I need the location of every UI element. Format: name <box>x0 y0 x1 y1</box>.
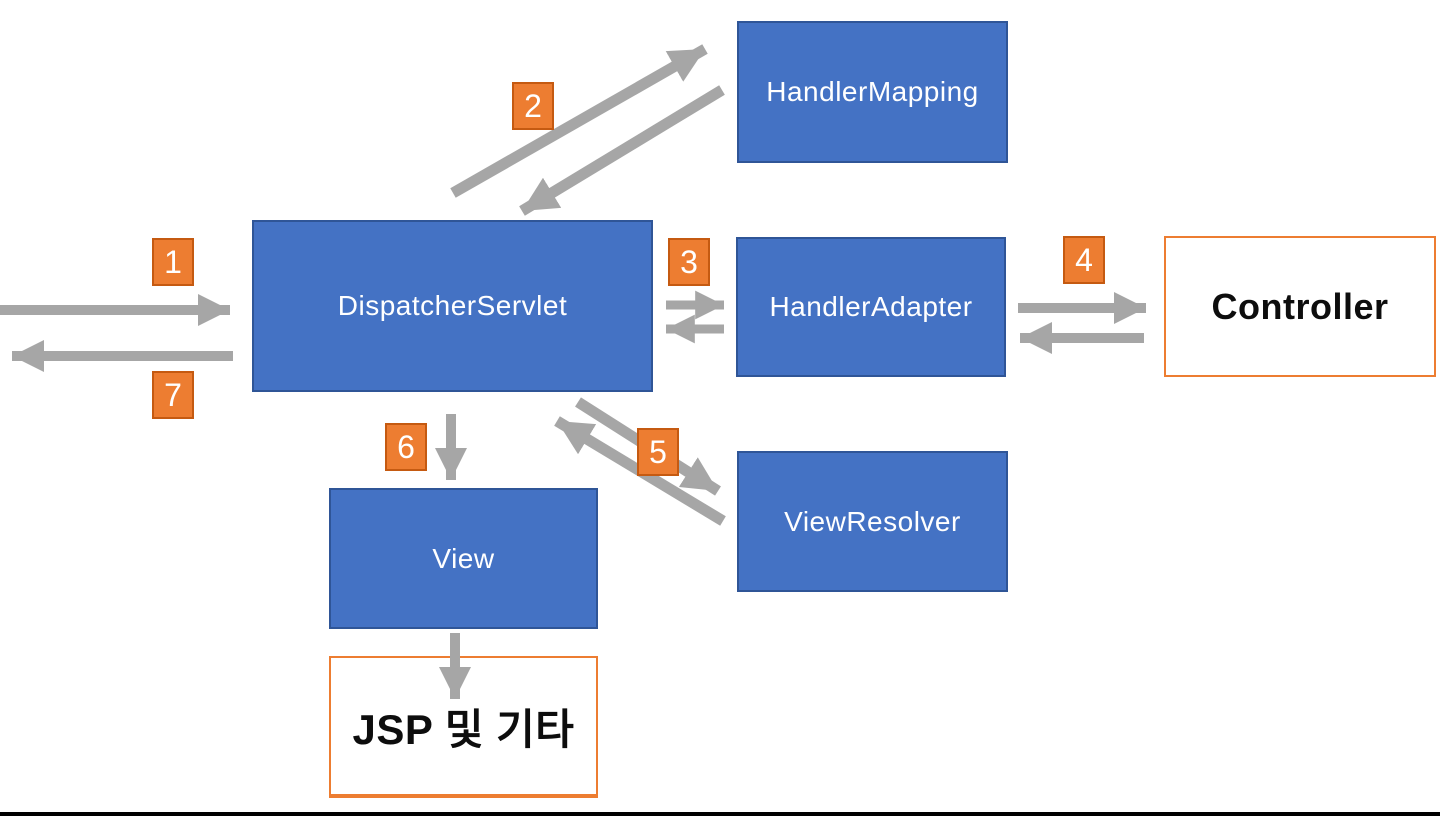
step-badge-5: 5 <box>637 428 679 476</box>
step-badge-2-label: 2 <box>524 87 542 124</box>
node-view-label: View <box>432 542 495 574</box>
step-badge-6-label: 6 <box>397 428 415 465</box>
node-controller: Controller <box>1164 236 1436 377</box>
node-jsp-label: JSP 및 기타 <box>352 705 575 753</box>
step-badge-5-label: 5 <box>649 433 667 470</box>
node-handler-adapter-label: HandlerAdapter <box>769 291 973 322</box>
bottom-rule <box>0 812 1440 816</box>
node-view: View <box>329 488 598 629</box>
step-badge-4-label: 4 <box>1075 241 1093 278</box>
node-view-resolver-label: ViewResolver <box>784 505 961 537</box>
node-handler-mapping-label: HandlerMapping <box>766 76 979 107</box>
node-controller-label: Controller <box>1211 285 1389 327</box>
step-badge-1-label: 1 <box>164 243 182 280</box>
step-badge-4: 4 <box>1063 236 1105 284</box>
step-badge-3-label: 3 <box>680 243 698 280</box>
step-badge-7-label: 7 <box>164 376 182 413</box>
node-handler-adapter: HandlerAdapter <box>736 237 1006 377</box>
step-badge-1: 1 <box>152 238 194 286</box>
arrow-step2-to-handler-mapping <box>450 44 708 198</box>
node-dispatcher-servlet-label: DispatcherServlet <box>337 290 568 321</box>
node-dispatcher-servlet: DispatcherServlet <box>252 220 653 392</box>
node-handler-mapping: HandlerMapping <box>737 21 1008 163</box>
step-badge-7: 7 <box>152 371 194 419</box>
step-badge-2: 2 <box>512 82 554 130</box>
node-view-resolver: ViewResolver <box>737 451 1008 592</box>
node-jsp: JSP 및 기타 <box>329 656 598 798</box>
step-badge-3: 3 <box>668 238 710 286</box>
step-badge-6: 6 <box>385 423 427 471</box>
